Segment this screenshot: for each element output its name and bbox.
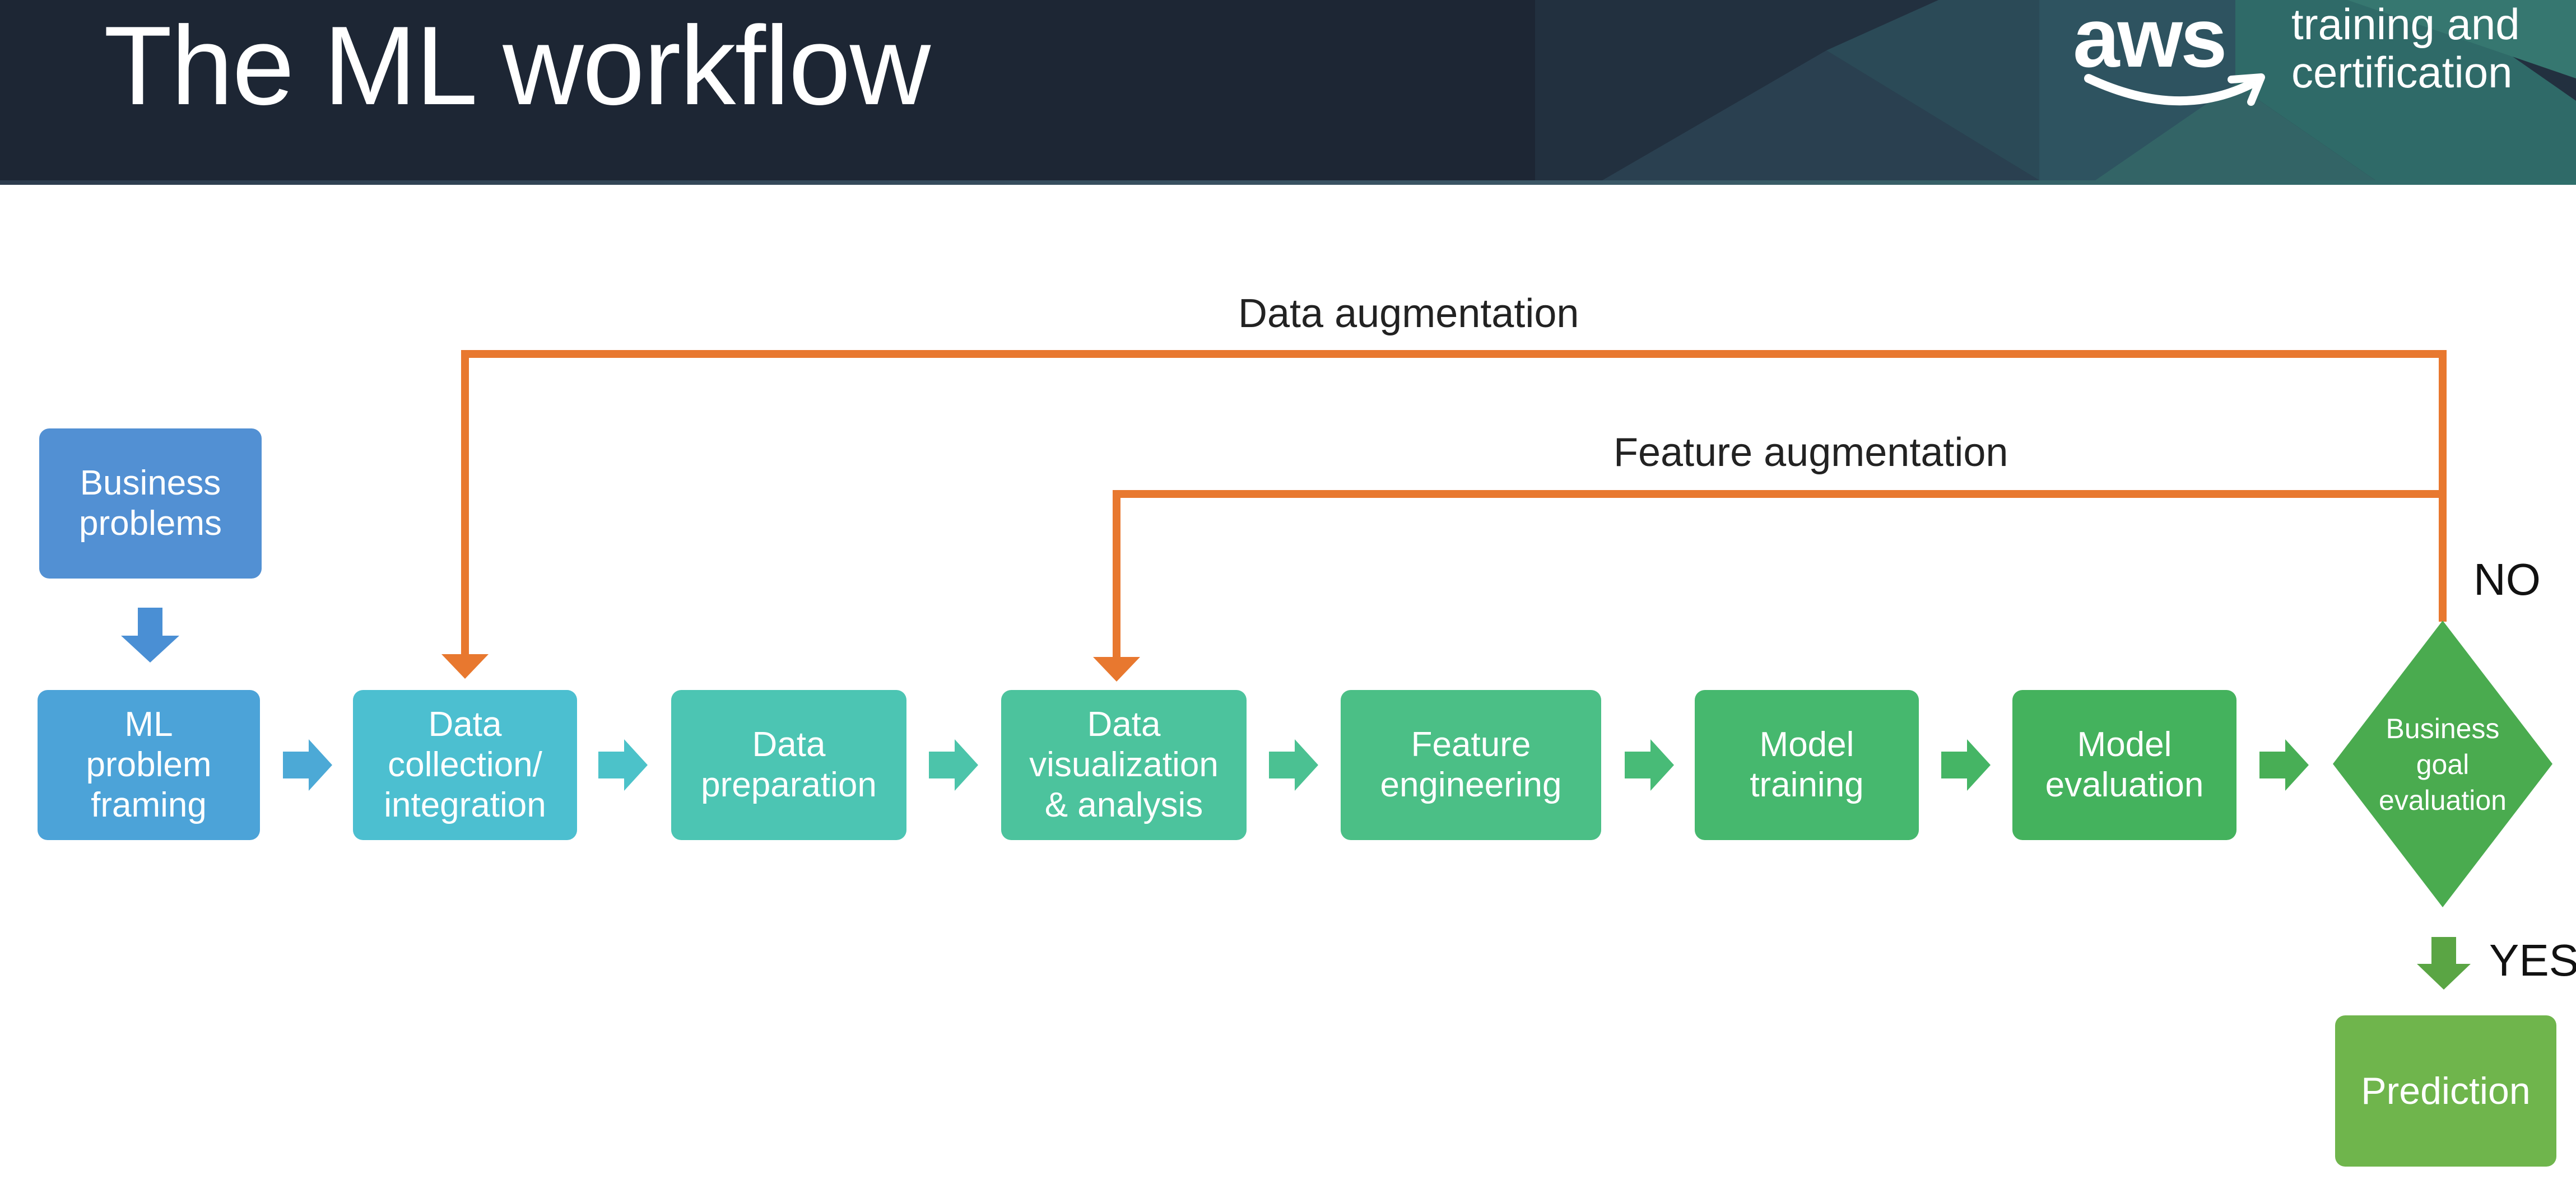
feature-augmentation-label: Feature augmentation bbox=[1614, 430, 2008, 475]
right-arrow-icon bbox=[598, 739, 648, 791]
feature-augmentation-arrowhead bbox=[1093, 657, 1140, 682]
prediction-box: Prediction bbox=[2335, 1015, 2556, 1167]
data-collection-label: Data collection/ integration bbox=[384, 705, 546, 824]
right-arrow-icon bbox=[1625, 739, 1674, 791]
no-label: NO bbox=[2473, 554, 2541, 604]
aws-wordmark: aws bbox=[2073, 0, 2228, 85]
yes-label: YES bbox=[2489, 935, 2576, 985]
data-preparation-label: Data preparation bbox=[701, 725, 877, 804]
logo-subtitle: training and certification bbox=[2291, 0, 2520, 97]
model-evaluation-box: Model evaluation bbox=[2012, 690, 2236, 840]
header-banner: The ML workflow aws training and certifi… bbox=[0, 0, 2576, 180]
right-arrow-icon bbox=[283, 739, 332, 791]
data-preparation-box: Data preparation bbox=[671, 690, 906, 840]
prediction-label: Prediction bbox=[2361, 1070, 2531, 1112]
feature-engineering-label: Feature engineering bbox=[1380, 725, 1562, 804]
data-augmentation-label: Data augmentation bbox=[1238, 291, 1579, 336]
right-arrow-icon bbox=[1269, 739, 1318, 791]
right-arrow-icon bbox=[1941, 739, 1991, 791]
business-problems-label: Business problems bbox=[79, 464, 222, 543]
data-visualization-box: Data visualization & analysis bbox=[1001, 690, 1247, 840]
data-visualization-label: Data visualization & analysis bbox=[1029, 705, 1219, 824]
right-arrow-icon bbox=[2259, 739, 2309, 791]
banner-geometric-art bbox=[1535, 0, 2576, 180]
data-augmentation-loop bbox=[461, 350, 2447, 658]
banner-divider bbox=[0, 180, 2576, 185]
ml-problem-framing-label: ML problem framing bbox=[86, 705, 212, 824]
yes-down-arrow-icon bbox=[2417, 937, 2471, 990]
business-goal-text: Business goal evaluation bbox=[2373, 683, 2513, 846]
down-arrow-icon bbox=[121, 608, 179, 663]
page-title: The ML workflow bbox=[104, 3, 931, 128]
business-goal-diamond bbox=[2333, 621, 2552, 907]
model-training-box: Model training bbox=[1695, 690, 1919, 840]
ml-problem-framing-box: ML problem framing bbox=[38, 690, 260, 840]
right-arrow-icon bbox=[929, 739, 978, 791]
aws-smile-icon bbox=[2084, 73, 2265, 106]
model-evaluation-label: Model evaluation bbox=[2045, 725, 2204, 804]
business-goal-label: Business goal evaluation bbox=[2379, 713, 2507, 816]
feature-augmentation-loop bbox=[1113, 490, 2443, 661]
data-augmentation-arrowhead bbox=[441, 654, 489, 679]
data-collection-box: Data collection/ integration bbox=[353, 690, 577, 840]
aws-logo: aws training and certification bbox=[2073, 0, 2576, 129]
feature-engineering-box: Feature engineering bbox=[1341, 690, 1601, 840]
business-problems-box: Business problems bbox=[39, 428, 262, 579]
model-training-label: Model training bbox=[1750, 725, 1864, 804]
